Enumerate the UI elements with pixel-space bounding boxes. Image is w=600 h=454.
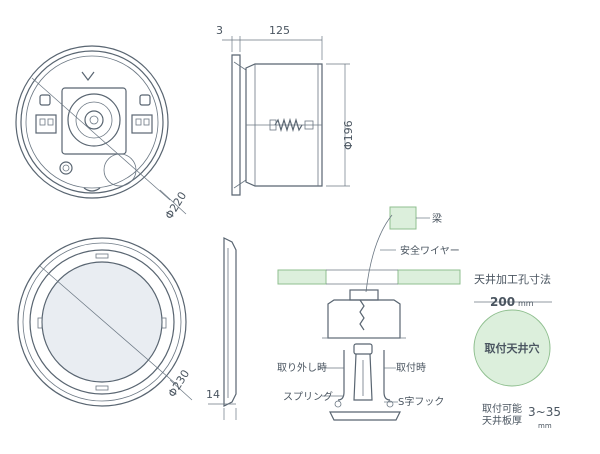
dim-flange-3: 3 (216, 24, 223, 37)
ceiling-cutout-panel: 天井加工孔寸法 200 mm 取付天井穴 取付可能 天井板厚 3~35 mm (473, 272, 561, 430)
grille-mesh (41, 261, 163, 383)
label-removal: 取り外し時 (277, 362, 327, 374)
thickness-label-2: 天井板厚 (482, 414, 522, 427)
grille-profile: 14 (206, 237, 237, 420)
dim-depth-125: 125 (269, 24, 290, 37)
hole-label: 取付天井穴 (485, 341, 540, 355)
beam-block (389, 206, 417, 230)
label-mounting: 取付時 (396, 361, 426, 374)
dim-diameter-196: Φ196 (342, 120, 355, 150)
thickness-unit: mm (538, 422, 552, 430)
hole-unit: mm (518, 299, 534, 308)
cutout-title: 天井加工孔寸法 (474, 272, 551, 286)
front-view: Φ230 (17, 237, 192, 407)
hole-size: 200 (490, 295, 515, 309)
dim-thickness-14: 14 (206, 388, 220, 401)
label-s-hook: S字フック (398, 395, 444, 408)
thickness-label-1: 取付可能 (482, 402, 522, 415)
label-spring: スプリング (283, 390, 333, 403)
ceiling-board-left (277, 269, 327, 285)
back-view: Φ220 (15, 45, 190, 222)
label-safety-wire: 安全ワイヤー (400, 244, 460, 257)
label-beam: 梁 (432, 212, 442, 225)
mounting-diagram: 梁 安全ワイヤー 取り外し時 取付時 スプリング S字フック (277, 206, 461, 421)
ceiling-board-right (397, 269, 461, 285)
side-view: 3 125 Φ196 (216, 24, 355, 196)
thickness-range: 3~35 (528, 405, 561, 419)
ceiling-hole-circle (473, 309, 551, 387)
dim-diameter-220: Φ220 (163, 190, 190, 222)
